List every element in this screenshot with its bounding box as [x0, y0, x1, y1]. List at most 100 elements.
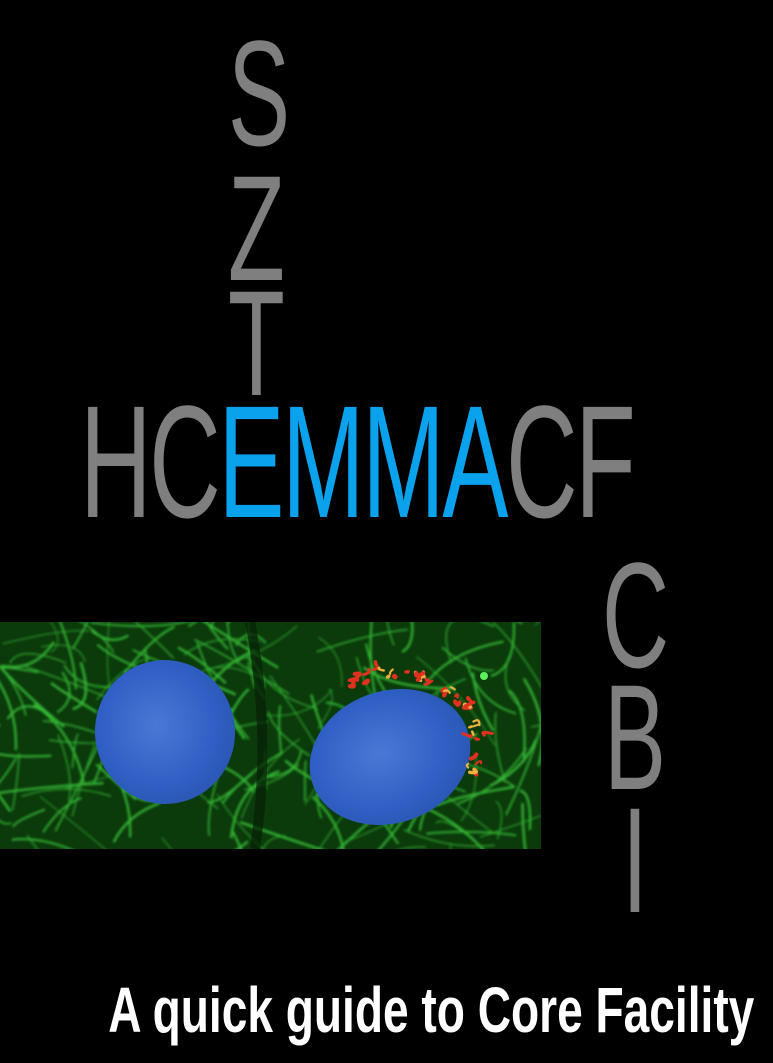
golgi-fragment — [474, 760, 483, 766]
microtubule-fiber — [216, 794, 263, 849]
microtubule-fiber — [229, 770, 280, 839]
microtubule-fiber — [71, 622, 89, 650]
microtubule-fiber — [226, 622, 240, 663]
title-suffix: CF — [505, 372, 636, 551]
golgi-fragment — [352, 671, 362, 679]
title-prefix: HC — [80, 372, 221, 551]
microtubule-fiber — [231, 830, 243, 849]
microtubule-fiber — [50, 622, 59, 653]
golgi-fragment — [362, 668, 371, 677]
microtubule-fiber — [403, 829, 495, 847]
golgi-fragment — [481, 730, 494, 737]
microtubule-fiber — [1, 641, 55, 668]
microtubule-fiber — [267, 711, 311, 757]
microtubule-fiber — [236, 840, 249, 849]
microtubule-fiber — [450, 843, 452, 849]
microtubule-fiber — [0, 667, 65, 728]
golgi-fragment — [404, 669, 410, 674]
microtubule-fiber — [90, 622, 190, 627]
microtubule-fiber — [123, 625, 175, 674]
microtubule-fiber — [369, 622, 378, 702]
microtubule-fiber — [42, 797, 82, 833]
microtubule-fiber — [521, 803, 527, 849]
vertical-letter-i: I — [622, 776, 648, 944]
golgi-fragment — [423, 679, 434, 686]
microtubule-fiber — [481, 622, 495, 628]
microtubule-fiber — [21, 788, 112, 797]
golgi-fragment — [347, 677, 356, 683]
microtubule-fiber — [530, 724, 541, 728]
microtubule-fiber — [59, 622, 77, 690]
microtubule-fiber — [311, 795, 345, 849]
golgi-fragment — [424, 677, 431, 685]
golgi-fragment — [385, 674, 391, 679]
microtubule-fiber — [0, 782, 104, 794]
microtubule-fiber — [0, 820, 12, 825]
golgi-fragment — [472, 719, 481, 727]
microtubule-fiber — [262, 835, 286, 849]
microtubule-fiber — [203, 622, 279, 669]
vertical-letter-z: Z — [228, 144, 285, 312]
microtubule-fiber — [41, 644, 86, 662]
cell-micrograph — [0, 622, 541, 849]
microtubule-fiber — [415, 655, 496, 746]
microtubule-fiber — [435, 785, 515, 807]
microtubule-fiber — [519, 789, 532, 830]
microtubule-fiber — [187, 622, 197, 627]
microtubule-fiber — [0, 682, 18, 751]
microtubule-fiber — [9, 653, 67, 664]
microtubule-fiber — [441, 646, 495, 672]
golgi-fragment — [468, 767, 478, 775]
golgi-fragment — [443, 689, 451, 694]
microtubule-fiber — [0, 794, 12, 813]
microtubule-fiber — [318, 637, 343, 687]
microtubule-fiber — [304, 760, 307, 802]
microtubule-fiber — [464, 657, 517, 715]
title-highlight-emma: EMMA — [218, 372, 508, 551]
microtubule-fiber — [26, 834, 38, 849]
microtubule-fiber — [71, 744, 96, 817]
microtubule-fiber — [90, 629, 129, 641]
microtubule-fiber — [471, 672, 495, 732]
vertical-letter-b: B — [604, 653, 667, 821]
microtubule-fiber — [177, 646, 227, 684]
golgi-fragment — [461, 732, 473, 738]
microtubule-fiber — [194, 638, 290, 695]
microtubule-fiber — [120, 786, 132, 838]
microtubule-fiber — [50, 682, 98, 714]
golgi-fragment — [415, 674, 422, 682]
microtubule-fiber — [492, 622, 541, 688]
golgi-fragment — [347, 681, 356, 689]
nucleus-left — [94, 660, 236, 804]
microtubule-fiber — [6, 705, 48, 720]
microtubule-fiber — [426, 830, 517, 837]
microtubule-fiber — [269, 750, 302, 778]
vertical-letter-c: C — [602, 531, 670, 699]
golgi-fragment — [371, 667, 379, 671]
microtubule-fiber — [386, 622, 395, 646]
microtubule-fiber — [210, 622, 214, 630]
microtubule-fiber — [0, 666, 39, 674]
microtubule-fiber — [505, 722, 541, 816]
golgi-fragment — [454, 693, 459, 699]
microtubule-fiber — [72, 662, 88, 711]
horizontal-title: HCEMMACF — [80, 382, 636, 542]
tagline: A quick guide to Core Facility — [108, 974, 755, 1046]
microtubule-fiber — [56, 671, 71, 714]
microtubule-fiber — [494, 712, 506, 783]
microtubule-fiber — [39, 796, 106, 849]
microtubule-fiber — [11, 753, 20, 811]
golgi-fragment — [388, 668, 394, 675]
microtubule-fiber — [205, 622, 229, 650]
golgi-fragment — [470, 730, 475, 736]
microtubule-fiber — [12, 808, 46, 828]
microtubule-fiber — [239, 821, 324, 849]
golgi-fragment — [468, 752, 479, 761]
vertical-letter-t: T — [228, 259, 285, 427]
nucleus-right — [309, 688, 471, 826]
microtubule-fiber — [316, 628, 408, 653]
microtubule-fiber — [2, 630, 90, 645]
microtubule-fiber — [522, 677, 541, 767]
microtubule-fiber — [489, 738, 538, 787]
